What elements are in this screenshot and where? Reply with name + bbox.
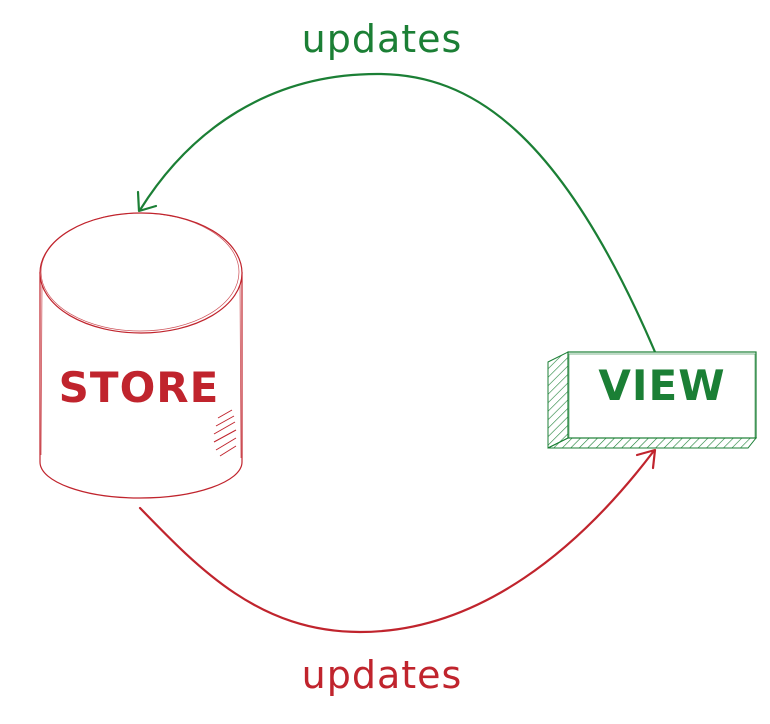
view-node: VIEW xyxy=(547,351,758,449)
view-box-bottom xyxy=(547,437,758,449)
store-label: STORE xyxy=(59,363,220,412)
view-to-store-label: updates xyxy=(302,17,463,61)
store-to-view-arrowhead xyxy=(635,448,657,470)
view-to-store-arrowhead xyxy=(136,190,158,213)
store-cylinder-top-sketch xyxy=(40,212,240,332)
store-node: STORE xyxy=(39,212,243,499)
view-box-front xyxy=(567,351,757,439)
edge-store-to-view xyxy=(138,448,657,634)
edge-view-to-store xyxy=(136,72,657,354)
store-hatching xyxy=(213,409,237,457)
view-box-front-sketch xyxy=(568,353,756,439)
view-to-store-arrow xyxy=(138,72,657,354)
store-to-view-label: updates xyxy=(302,653,463,697)
store-cylinder-body-sketch xyxy=(40,279,242,459)
store-to-view-arrow xyxy=(138,450,655,634)
view-box-side xyxy=(547,351,569,449)
store-cylinder-body xyxy=(39,272,243,499)
view-label: VIEW xyxy=(598,361,725,410)
